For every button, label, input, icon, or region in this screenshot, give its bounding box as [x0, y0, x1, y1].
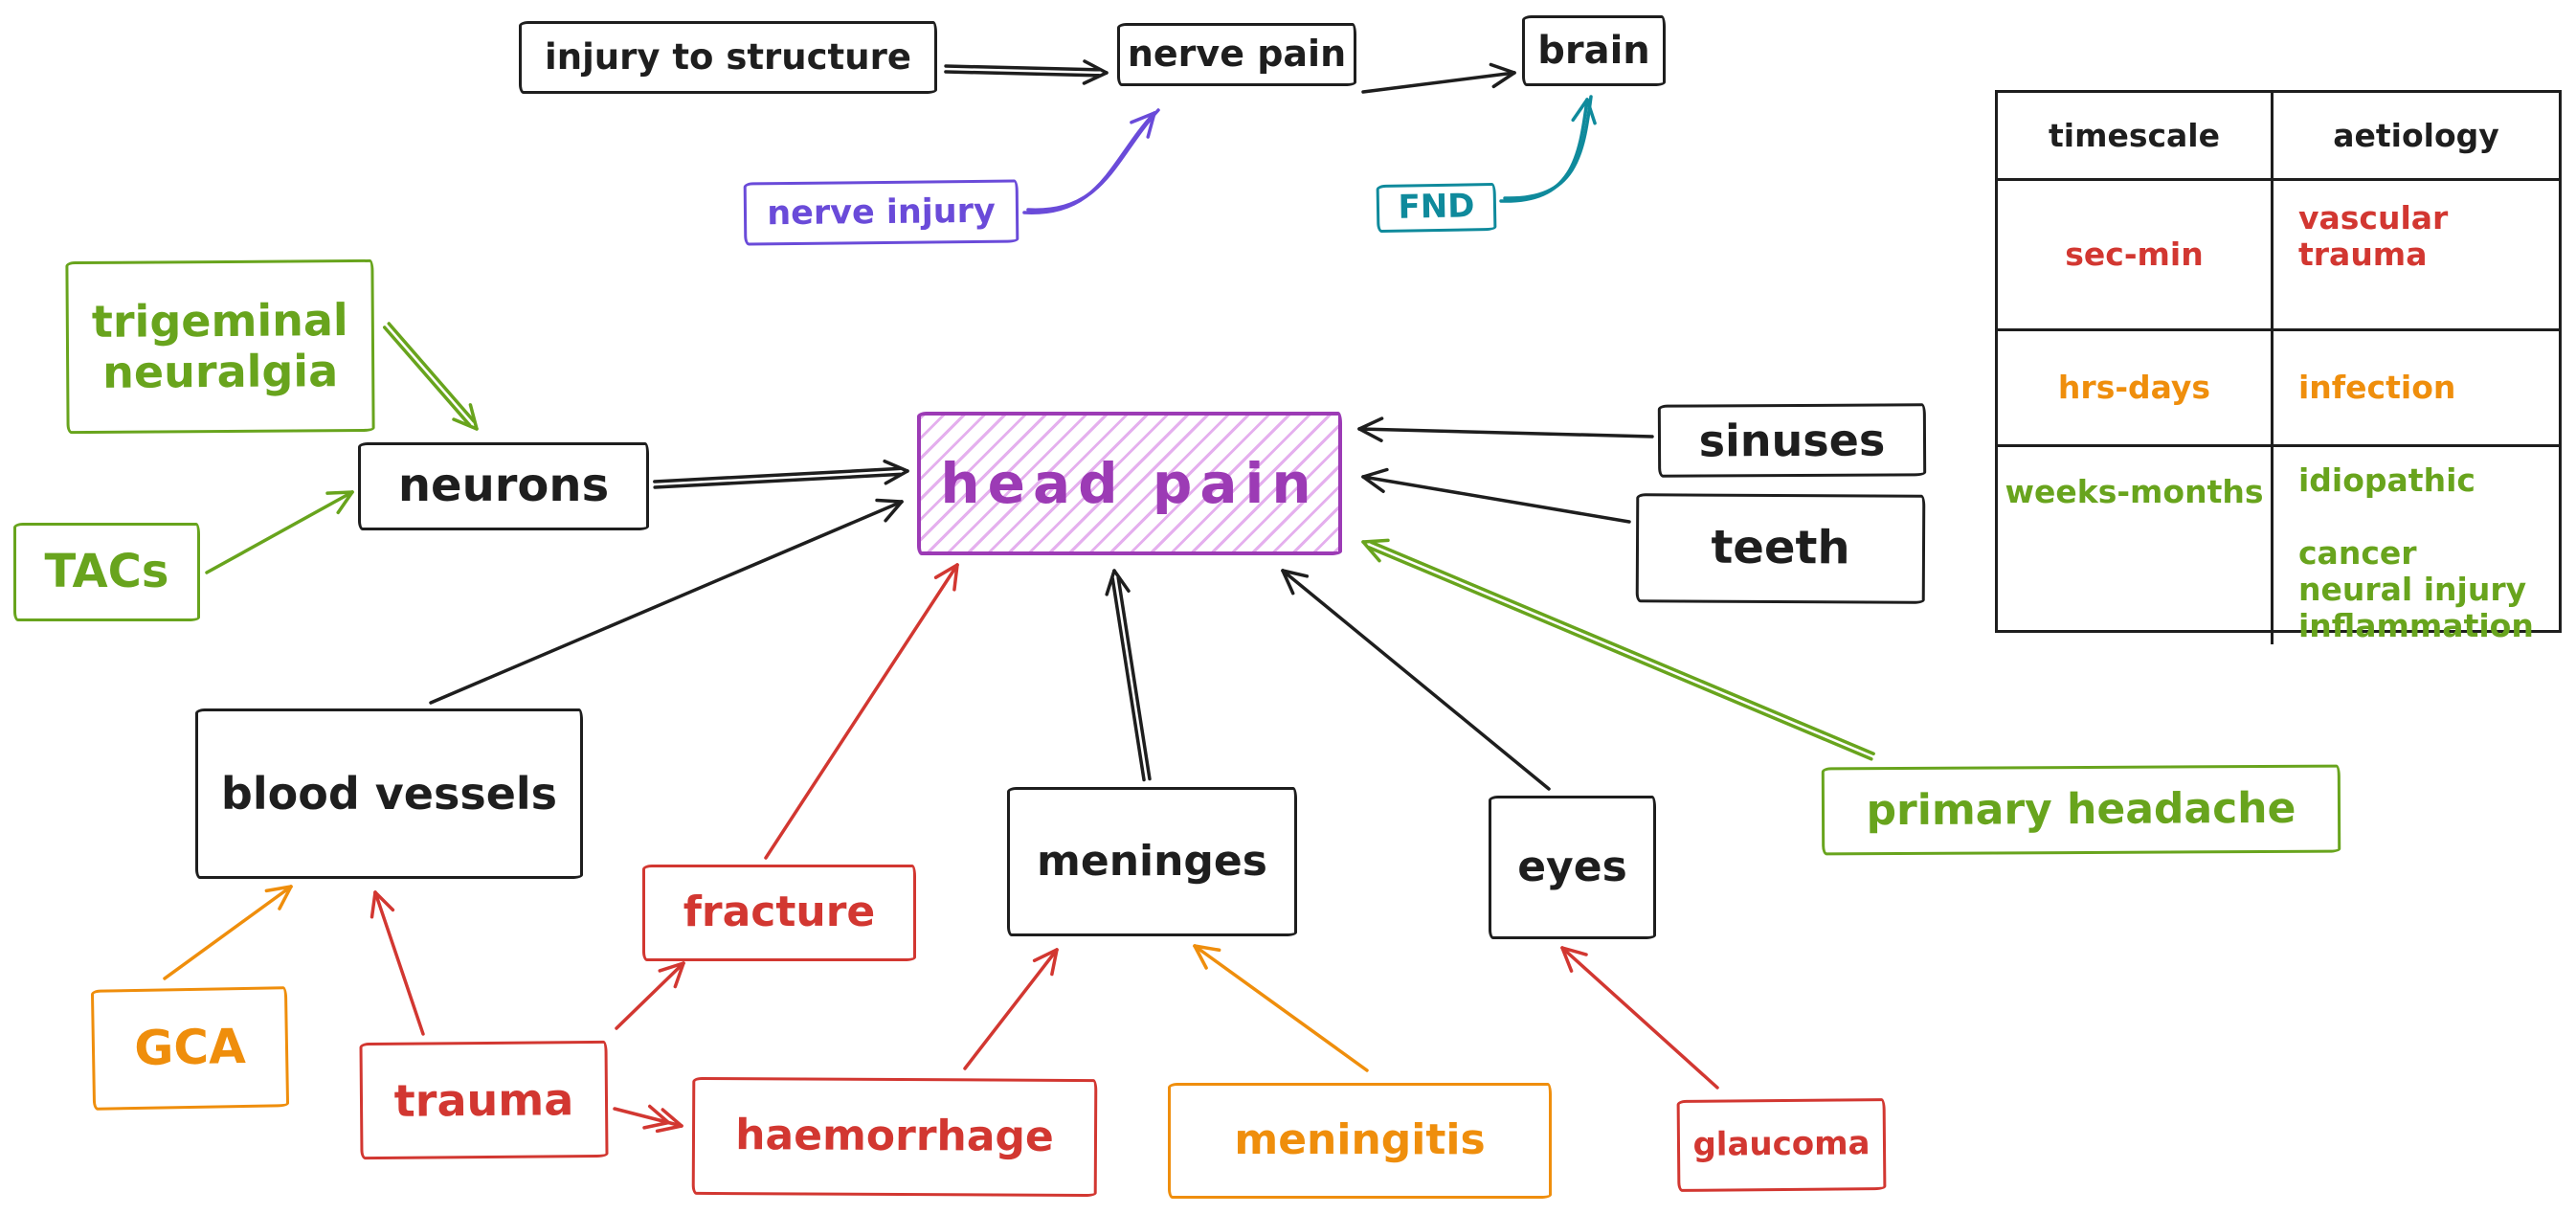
- node-trigeminal-neuralgia-label: trigeminal neuralgia: [91, 294, 348, 398]
- node-head-pain-label: head pain: [940, 450, 1319, 516]
- node-head-pain: head pain: [917, 412, 1342, 555]
- edge-fracture-to-head-pain: [764, 563, 959, 860]
- edge-nerve-pain-to-brain: [1361, 62, 1516, 94]
- node-nerve-pain-label: nerve pain: [1127, 33, 1347, 76]
- node-haemorrhage-label: haemorrhage: [735, 1111, 1054, 1162]
- node-neurons-label: neurons: [397, 459, 610, 513]
- node-fnd: FND: [1376, 182, 1497, 234]
- edge-fnd-to-brain: [1499, 95, 1597, 203]
- node-nerve-injury-label: nerve injury: [767, 191, 996, 234]
- node-gca: GCA: [90, 986, 290, 1111]
- node-injury-to-structure: injury to structure: [519, 21, 937, 94]
- edge-primary-headache-to-head-pain: [1361, 538, 1875, 761]
- edge-eyes-to-head-pain: [1281, 569, 1551, 791]
- node-nerve-injury: nerve injury: [743, 179, 1019, 246]
- table-cell-vascular-trauma: vascular trauma: [2274, 181, 2559, 331]
- edge-meningitis-to-meninges: [1193, 944, 1369, 1072]
- node-fnd-label: FND: [1398, 187, 1475, 228]
- node-injury-to-structure-label: injury to structure: [545, 35, 911, 78]
- edge-sinuses-to-head-pain: [1357, 416, 1654, 442]
- node-meninges: meninges: [1007, 787, 1297, 936]
- table-header-aetiology-label: aetiology: [2333, 116, 2499, 154]
- table-cell-infection-label: infection: [2298, 369, 2456, 407]
- node-eyes: eyes: [1489, 796, 1656, 939]
- edge-injury-structure-to-nerve-pain: [944, 59, 1109, 85]
- node-brain: brain: [1522, 15, 1666, 86]
- node-trauma-label: trauma: [393, 1072, 574, 1127]
- table-cell-hrs-days: hrs-days: [1998, 331, 2274, 447]
- node-blood-vessels-label: blood vessels: [220, 767, 558, 820]
- node-blood-vessels: blood vessels: [195, 708, 583, 879]
- node-fracture-label: fracture: [683, 888, 876, 937]
- node-fracture: fracture: [642, 865, 916, 961]
- node-eyes-label: eyes: [1517, 842, 1627, 891]
- edge-tacs-to-neurons: [205, 490, 354, 574]
- node-sinuses: sinuses: [1657, 403, 1927, 478]
- table-cell-chronic-aetiologies-label: idiopathic cancer neural injury inflamma…: [2298, 461, 2534, 644]
- node-glaucoma: glaucoma: [1676, 1098, 1887, 1192]
- table-cell-weeks-months: weeks-months: [1998, 447, 2274, 644]
- node-neurons: neurons: [358, 442, 649, 530]
- table-cell-chronic-aetiologies: idiopathic cancer neural injury inflamma…: [2274, 447, 2559, 644]
- node-nerve-pain: nerve pain: [1117, 23, 1356, 86]
- edge-neurons-to-head-pain: [653, 459, 909, 489]
- edge-haemorrhage-to-meninges: [963, 948, 1059, 1070]
- table-cell-vascular-trauma-label: vascular trauma: [2298, 199, 2449, 273]
- edge-trauma-to-haemorrhage: [613, 1104, 683, 1134]
- table-cell-sec-min-label: sec-min: [2065, 236, 2204, 274]
- node-glaucoma-label: glaucoma: [1692, 1124, 1870, 1165]
- edge-meninges-to-head-pain: [1105, 569, 1152, 782]
- edge-teeth-to-head-pain: [1361, 467, 1631, 524]
- node-sinuses-label: sinuses: [1698, 414, 1886, 467]
- node-meningitis-label: meningitis: [1234, 1115, 1486, 1165]
- edge-nerve-injury-to-nerve-pain: [1022, 108, 1160, 214]
- edge-trigeminal-neuralgia-to-neurons: [382, 322, 479, 431]
- node-tacs-label: TACs: [44, 544, 169, 598]
- node-haemorrhage: haemorrhage: [691, 1076, 1098, 1198]
- timescale-aetiology-table: timescale aetiology sec-min vascular tra…: [1995, 90, 2562, 644]
- table-header-timescale-label: timescale: [2048, 116, 2221, 154]
- node-trauma: trauma: [359, 1040, 609, 1160]
- edge-glaucoma-to-eyes: [1560, 946, 1719, 1090]
- node-gca-label: GCA: [133, 1019, 247, 1077]
- edge-trauma-to-blood-vessels: [370, 890, 425, 1036]
- table-cell-sec-min: sec-min: [1998, 181, 2274, 331]
- node-primary-headache-label: primary headache: [1866, 783, 2296, 835]
- edge-gca-to-blood-vessels: [163, 885, 293, 980]
- node-tacs: TACs: [13, 523, 200, 621]
- table-cell-infection: infection: [2274, 331, 2559, 447]
- table-header-timescale: timescale: [1998, 93, 2274, 181]
- node-meningitis: meningitis: [1168, 1083, 1552, 1199]
- table-header-aetiology: aetiology: [2274, 93, 2559, 181]
- node-teeth-label: teeth: [1711, 521, 1850, 575]
- node-teeth: teeth: [1635, 493, 1926, 604]
- node-brain-label: brain: [1537, 29, 1650, 73]
- table-cell-weeks-months-label: weeks-months: [2005, 473, 2264, 510]
- table-cell-hrs-days-label: hrs-days: [2057, 369, 2211, 407]
- node-primary-headache: primary headache: [1821, 764, 2341, 856]
- edge-blood-vessels-to-head-pain: [429, 498, 904, 705]
- edge-trauma-to-fracture: [615, 961, 685, 1030]
- node-meninges-label: meninges: [1037, 836, 1267, 886]
- node-trigeminal-neuralgia: trigeminal neuralgia: [65, 259, 375, 435]
